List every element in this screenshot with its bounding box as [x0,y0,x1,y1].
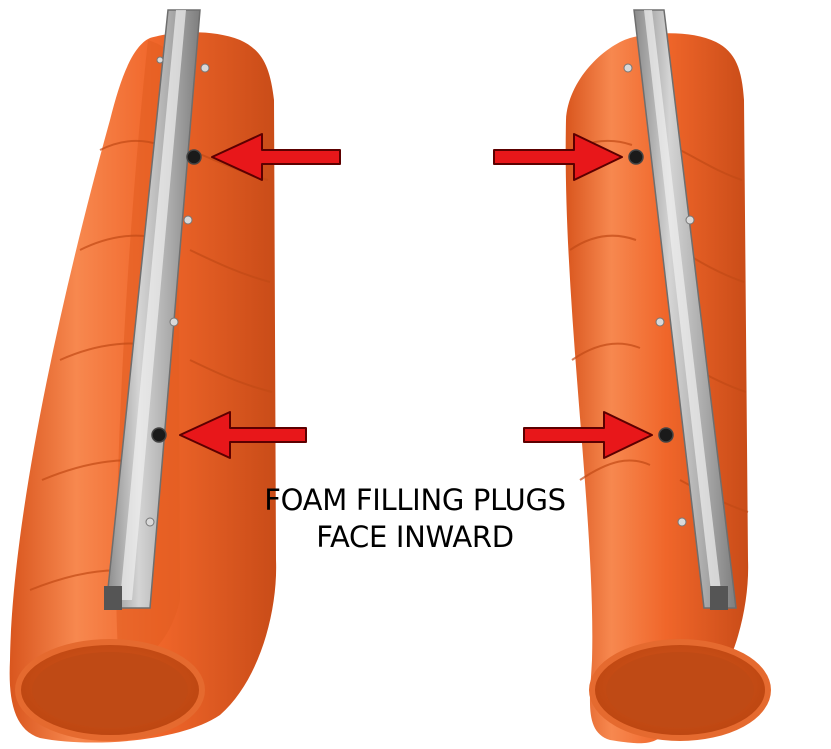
right-float-end-inner [606,652,754,728]
left-float [9,9,277,743]
foam-plug-icon [628,149,644,165]
left-float-rail-end [104,586,122,610]
red-arrow-icon [493,133,623,181]
caption-line-1: FOAM FILLING PLUGS [264,483,566,517]
right-float-screws [623,63,695,527]
right-float [565,9,771,744]
caption: FOAM FILLING PLUGS FACE INWARD [250,482,580,556]
caption-line-2: FACE INWARD [316,520,514,554]
right-float-rail-end [710,586,728,610]
right-float-rail-highlight [644,10,722,600]
left-float-end-inner [32,652,188,728]
foam-plug-icon [151,427,167,443]
foam-plug-icon [658,427,674,443]
foam-plug-icon [186,149,202,165]
red-arrow-icon [211,133,341,181]
red-arrow-icon [523,411,653,459]
left-float-screws [145,56,210,527]
left-float-rail-highlight [120,10,186,600]
red-arrow-icon [179,411,307,459]
